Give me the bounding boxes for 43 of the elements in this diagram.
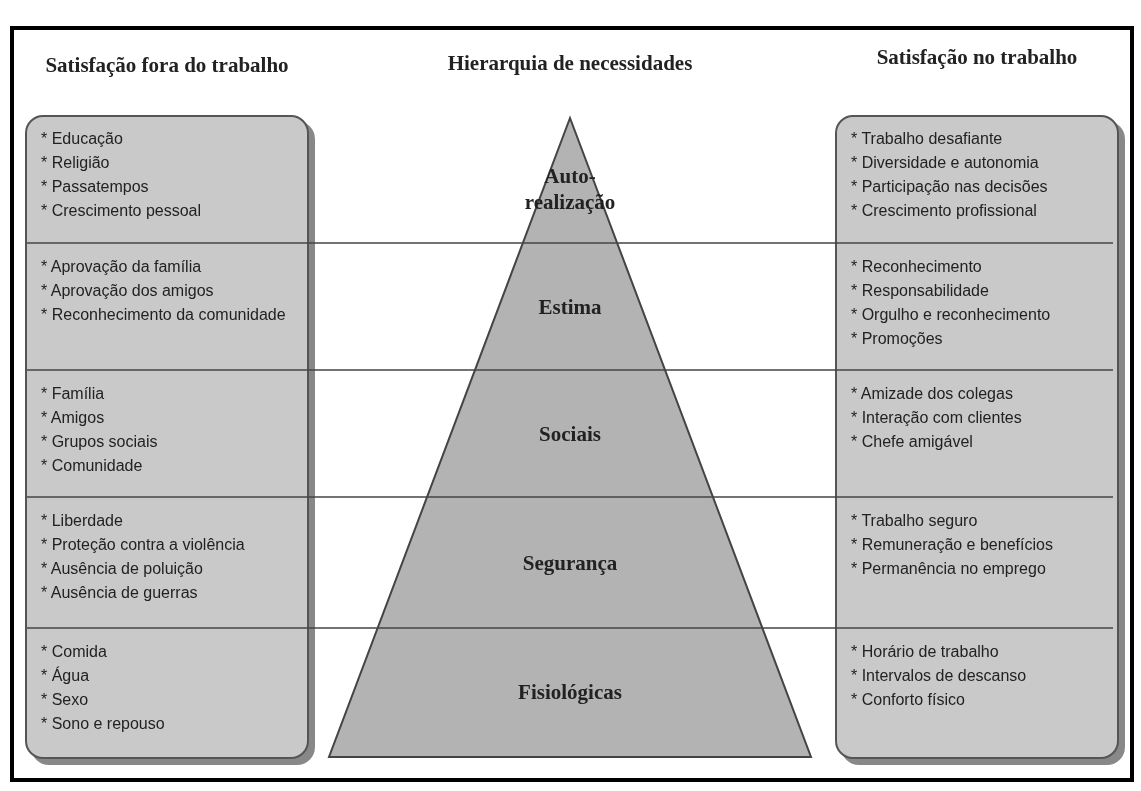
list-item: * Crescimento profissional: [851, 201, 1038, 221]
list-item: * Proteção contra a violência: [41, 535, 246, 555]
list-item: * Comida: [41, 642, 108, 662]
list-item: * Família: [41, 384, 106, 404]
column-heading: Hierarquia de necessidades: [446, 50, 694, 76]
list-item: * Aprovação da família: [41, 257, 203, 277]
list-item: * Trabalho seguro: [851, 511, 979, 531]
list-item: * Chefe amigável: [851, 432, 974, 452]
list-item: * Promoções: [851, 329, 944, 349]
list-item: * Participação nas decisões: [851, 177, 1049, 197]
level-label: Sociais: [470, 420, 670, 447]
level-label: Estima: [470, 293, 670, 320]
list-item: * Remuneração e benefícios: [851, 535, 1054, 555]
column-heading: Satisfação fora do trabalho: [44, 52, 290, 78]
list-item: * Religião: [41, 153, 111, 173]
list-item: * Responsabilidade: [851, 281, 990, 301]
list-item: * Sono e repouso: [41, 714, 166, 734]
list-item: * Intervalos de descanso: [851, 666, 1028, 686]
level-label: Fisiológicas: [470, 678, 670, 705]
list-item: * Ausência de guerras: [41, 583, 199, 603]
list-item: * Conforto físico: [851, 690, 966, 710]
level-label: Segurança: [470, 549, 670, 576]
list-item: * Trabalho desafiante: [851, 129, 1004, 149]
list-item: * Grupos sociais: [41, 432, 159, 452]
list-item: * Permanência no emprego: [851, 559, 1047, 579]
list-item: * Ausência de poluição: [41, 559, 204, 579]
list-item: * Liberdade: [41, 511, 124, 531]
list-item: * Amizade dos colegas: [851, 384, 1014, 404]
list-item: * Educação: [41, 129, 124, 149]
column-heading: Satisfação no trabalho: [875, 44, 1079, 70]
list-item: * Crescimento pessoal: [41, 201, 203, 221]
list-item: * Passatempos: [41, 177, 150, 197]
list-item: * Reconhecimento da comunidade: [41, 305, 287, 325]
list-item: * Amigos: [41, 408, 106, 428]
list-item: * Horário de trabalho: [851, 642, 1000, 662]
list-item: * Sexo: [41, 690, 90, 710]
list-item: * Orgulho e reconhecimento: [851, 305, 1052, 325]
list-item: * Reconhecimento: [851, 257, 983, 277]
list-item: * Comunidade: [41, 456, 144, 476]
list-item: * Água: [41, 665, 91, 686]
list-item: * Aprovação dos amigos: [41, 281, 215, 301]
list-item: * Interação com clientes: [851, 408, 1023, 428]
list-item: * Diversidade e autonomia: [851, 153, 1040, 173]
